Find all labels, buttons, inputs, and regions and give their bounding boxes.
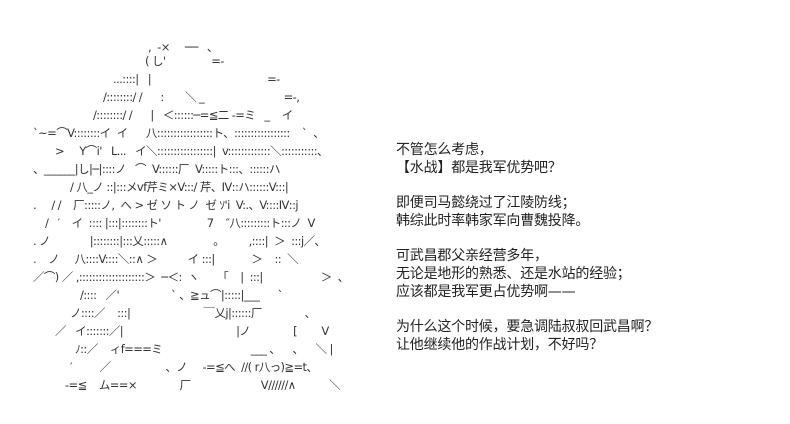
narration-line: 韩综此时率韩家军向曹魏投降。 bbox=[396, 213, 590, 229]
ascii-art-line: . ノ |::::::::|:::乂:::::∧ 。 ,::::| ＞ :::j… bbox=[33, 234, 326, 248]
narration-line: 【水战】都是我军优势吧？ bbox=[396, 160, 562, 176]
narration-line: 为什么这个时候，要急调陆叔叔回武昌啊？ bbox=[396, 319, 659, 335]
narration-paragraph-2: 即便司马懿绕过了江陵防线； 韩综此时率韩家军向曹魏投降。 bbox=[396, 194, 786, 230]
narration-line: 不管怎么考虑， bbox=[396, 142, 493, 158]
ascii-art-line: ／⌒) ／ ,::::::::::::::::::::＞ ─＜: ヽ 「 | :… bbox=[33, 270, 349, 284]
narration-line: 可武昌郡父亲经营多年， bbox=[396, 248, 548, 264]
ascii-art-line: / 八_ノ ::|:::メvf芹ミ×V:::/ 芹、Ⅳ::ハ::::::V:::… bbox=[70, 180, 289, 194]
narration-paragraph-4: 为什么这个时候，要急调陆叔叔回武昌啊？ 让他继续他的作战计划，不好吗？ bbox=[396, 318, 786, 354]
narration-line: 应该都是我军更占优势啊—— bbox=[396, 284, 576, 300]
ascii-art-line: /:::: ／' ` 、≧ュ⌒|:::::|___ ` bbox=[80, 288, 283, 302]
ascii-art-line: /::::::::/ / : ＼ _ =-, bbox=[103, 90, 300, 104]
ascii-art-line: ／ イ:::::::／| |ノ [ V bbox=[55, 324, 329, 338]
narration-paragraph-3: 可武昌郡父亲经营多年， 无论是地形的熟悉、还是水站的经验； 应该都是我军更占优势… bbox=[396, 247, 786, 301]
narration-line: 无论是地形的熟悉、还是水站的经验； bbox=[396, 266, 631, 282]
ascii-art-line: ( し' =- bbox=[145, 54, 224, 68]
ascii-art-illustration: , -× ── 、( し' =-...::::| | =-/::::::::/ … bbox=[0, 0, 390, 424]
ascii-art-line: / ′ イ :::: |:::|::::::::ト' 7 ″八:::::::::… bbox=[45, 216, 315, 230]
narration-line: 让他继续他的作战计划，不好吗？ bbox=[396, 337, 603, 353]
ascii-art-line: ﾉ::／ ィf===ミ ___ 、 、 ＼ | bbox=[75, 342, 333, 356]
ascii-art-line: -=≦ ム==× 厂 V//////∧ ＼ bbox=[65, 378, 341, 392]
narration-text-block: 不管怎么考虑， 【水战】都是我军优势吧？ 即便司马懿绕过了江陵防线； 韩综此时率… bbox=[396, 141, 786, 371]
ascii-art-line: ノ::::／ :::| ￣乂j|::::::厂 、 bbox=[70, 306, 316, 320]
ascii-art-line: . / / 厂:::::ノ, へ > ゼ ソ ト ノ ゼ ｿ'i V:.、V::… bbox=[33, 198, 299, 212]
ascii-art-line: ...::::| | =- bbox=[113, 72, 280, 86]
narration-paragraph-1: 不管怎么考虑， 【水战】都是我军优势吧？ bbox=[396, 141, 786, 177]
ascii-art-line: . ノ 八::::V::::＼::∧ ＞ イ :::| ＞ :: ＼ bbox=[33, 252, 299, 266]
narration-line: 即便司马懿绕过了江陵防线； bbox=[396, 195, 576, 211]
ascii-art-line: , -× ── 、 bbox=[148, 40, 218, 54]
ascii-art-line: /::::::::/ / | ＜::::::─=≦二 -=ミ _ イ bbox=[93, 108, 293, 122]
ascii-art-line: 、______|し|─|::::ノ ⌒ V::::::厂 V:::::ト:::、… bbox=[33, 162, 280, 176]
ascii-art-line: ′ ／ 、ノ -=≦へ //( r八っ)≧=t、 bbox=[70, 360, 318, 374]
ascii-art-line: `~=⌒V::::::::イ イ 八:::::::::::::::::ト、:::… bbox=[33, 126, 325, 140]
ascii-art-line: > Y⌒i' L... イ＼:::::::::::::::::| v::::::… bbox=[55, 144, 329, 158]
